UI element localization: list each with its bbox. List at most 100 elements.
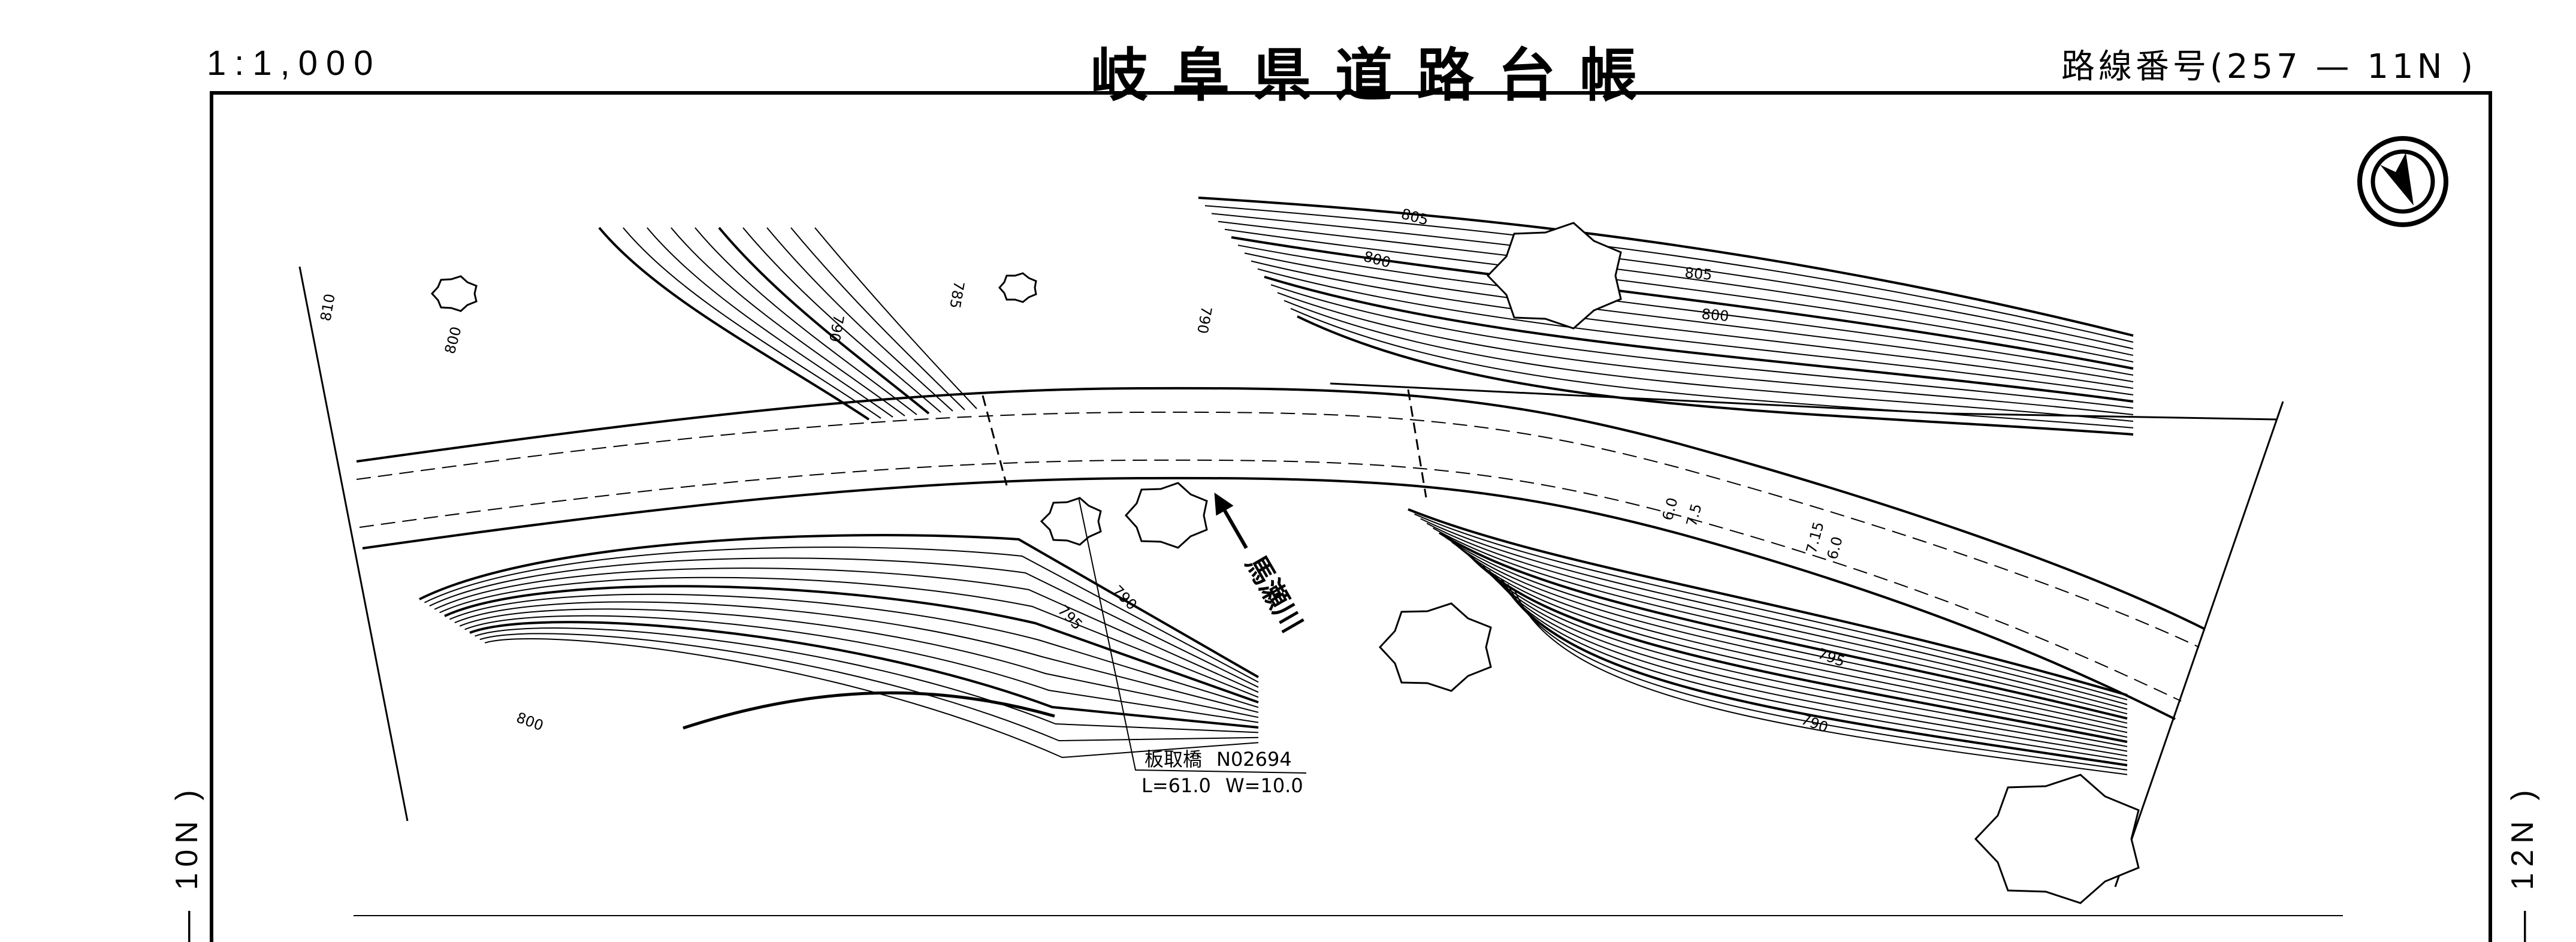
- page-title: 岐阜県道路台帳: [1091, 42, 1661, 109]
- flow-arrow-icon: [1214, 493, 1248, 550]
- contour-line: [1433, 527, 2128, 715]
- contour-line: [694, 227, 917, 415]
- contour-line: [1408, 508, 2128, 696]
- map-scale: 1:1,000: [207, 44, 382, 83]
- contour-line: [1494, 574, 2128, 762]
- tree-cluster: [1124, 482, 1208, 549]
- contour-line: [1224, 228, 2134, 363]
- contour-label: 785: [946, 280, 968, 310]
- contour-line: [1482, 564, 2128, 752]
- vegetation: [430, 222, 2140, 904]
- tree-cluster: [1974, 774, 2140, 904]
- contour-line: [1297, 315, 2134, 436]
- contour-label: 795: [1055, 602, 1086, 633]
- contour-line: [1500, 579, 2128, 766]
- contour-line: [1469, 555, 2128, 743]
- contour-line: [1488, 569, 2128, 757]
- contour-line: [1198, 197, 2134, 337]
- dimension-label: 7.5: [1683, 502, 1705, 528]
- contour-label: 800: [1701, 306, 1729, 325]
- contour-line: [1445, 536, 2128, 724]
- contour-line: [459, 608, 1259, 718]
- contour-line: [479, 633, 1259, 742]
- contour-line: [1264, 276, 2134, 403]
- contour-label: 790: [1799, 711, 1831, 736]
- bridge-width: W=10.0: [1225, 774, 1303, 797]
- dimension-label: 6.0: [1659, 496, 1681, 522]
- contour-label: 810: [317, 292, 339, 322]
- contour-line: [439, 576, 1259, 698]
- map-frame: [210, 91, 2492, 942]
- bridge-length: L=61.0: [1141, 774, 1211, 797]
- contour-line: [475, 627, 1259, 733]
- tree-cluster: [1040, 497, 1102, 546]
- contour-label: 800: [442, 325, 465, 355]
- contour-line: [1244, 252, 2134, 382]
- contour-line: [1270, 284, 2134, 409]
- tree-cluster: [1378, 602, 1492, 692]
- contour-line: [1257, 268, 2134, 395]
- contour-label: 805: [1684, 264, 1713, 283]
- bridge-name: 板取橋: [1144, 748, 1202, 771]
- contour-line: [790, 227, 965, 410]
- contour-label: 790: [826, 313, 847, 343]
- contour-line: [1414, 513, 2128, 701]
- contour-line: [1277, 292, 2134, 415]
- contour-label: 795: [1816, 645, 1847, 670]
- contour-line: [1284, 300, 2134, 422]
- contour-line: [1426, 523, 2128, 710]
- contour-line: [718, 227, 930, 415]
- contour-line: [1204, 205, 2134, 343]
- contour-line: [1476, 560, 2128, 747]
- contour-line: [742, 227, 941, 413]
- tree-cluster: [1486, 222, 1622, 330]
- contour-line: [1507, 584, 2128, 771]
- contour-line: [598, 227, 870, 421]
- contour-line: [671, 227, 905, 416]
- contour-label: 800: [514, 709, 546, 734]
- contour-line: [444, 585, 1259, 704]
- contour-line: [449, 593, 1259, 708]
- contour-line: [1237, 244, 2134, 376]
- tree-cluster: [430, 275, 478, 312]
- contour-line: [464, 615, 1259, 723]
- dimension-label: 7.15: [1803, 520, 1828, 555]
- dimension-label: 6.0: [1824, 535, 1846, 561]
- contour-line: [1231, 236, 2134, 370]
- contour-line: [1513, 588, 2128, 775]
- contour-line: [1251, 260, 2134, 389]
- contour-line: [469, 621, 1259, 729]
- contour-line: [682, 691, 1055, 730]
- contour-line: [1218, 221, 2134, 356]
- river-label: 馬瀬川: [1214, 493, 1309, 638]
- north-arrow-icon: [2357, 136, 2448, 227]
- contour-line: [1451, 541, 2128, 729]
- contour-label: 790: [1194, 305, 1215, 335]
- contour-line: [1457, 546, 2128, 733]
- survey-boundary: [298, 266, 2284, 887]
- contour-line: [424, 547, 1259, 683]
- river-name: 馬瀬川: [1239, 550, 1309, 638]
- contour-line: [429, 557, 1259, 688]
- contour-line: [434, 567, 1259, 693]
- contour-line: [814, 227, 977, 409]
- bridge-code: N02694: [1216, 748, 1292, 771]
- bridge-leader: [1078, 497, 1307, 774]
- contour-line: [766, 227, 953, 412]
- road: [356, 382, 2278, 720]
- contour-label: 805: [1399, 206, 1430, 229]
- tree-cluster: [998, 272, 1037, 303]
- contour-line: [1290, 307, 2134, 428]
- contour-line: [484, 638, 1259, 759]
- contour-lines: [419, 197, 2134, 775]
- contour-line: [1420, 518, 2128, 705]
- contour-line: [419, 534, 1259, 678]
- contour-line: [1211, 213, 2134, 349]
- contour-line: [623, 227, 881, 419]
- contour-line: [1463, 551, 2128, 738]
- contour-line: [1438, 532, 2128, 720]
- contour-line: [454, 601, 1259, 713]
- contour-line: [647, 227, 893, 418]
- route-number: 路線番号(257 — 11N ): [2061, 47, 2477, 86]
